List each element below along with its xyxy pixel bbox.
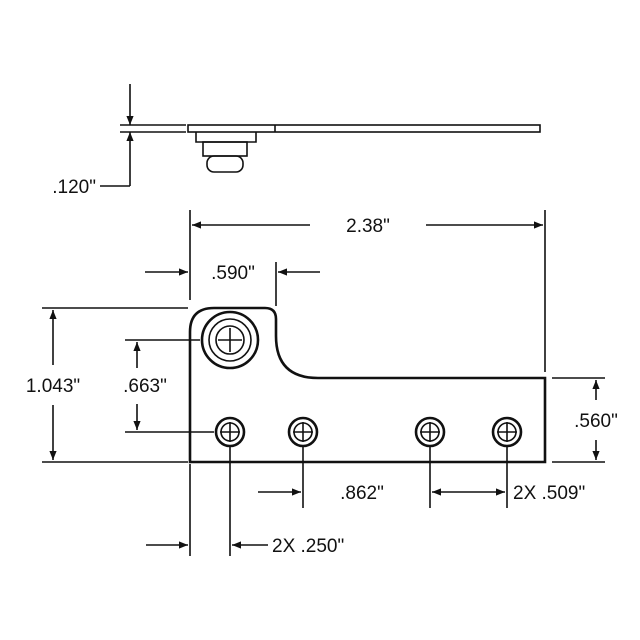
- front-view: [188, 306, 547, 464]
- hole-spacing-pair-dimension: 2X .509": [432, 446, 585, 508]
- pivot-pin-upper: [202, 141, 248, 157]
- hub-width-dimension: .590": [145, 262, 320, 306]
- arm-height-label: .560": [574, 411, 618, 432]
- hub-width-label: .590": [211, 263, 255, 284]
- thickness-label: .120": [52, 177, 96, 198]
- overall-height-label: 1.043": [26, 376, 80, 397]
- mounting-hole-icon: [214, 416, 246, 448]
- plate-edge: [187, 124, 541, 133]
- hub-center-label: .663": [123, 376, 167, 397]
- hub-pivot-icon: [200, 310, 260, 370]
- overall-height-dimension: 1.043": [26, 307, 188, 463]
- hinge-outline: [188, 306, 547, 464]
- hub-center-dimension: .663": [123, 339, 214, 433]
- overall-length-dimension: 2.38": [189, 210, 546, 372]
- arm-height-dimension: .560": [552, 377, 618, 463]
- thickness-dimension: .120": [52, 84, 186, 198]
- hole-spacing-pair-label: 2X .509": [513, 483, 585, 504]
- hole-spacing-center-dimension: .862": [258, 446, 431, 508]
- overall-length-label: 2.38": [346, 216, 390, 237]
- hub-shoulder: [195, 132, 257, 143]
- mounting-hole-icon: [287, 416, 319, 448]
- hole-spacing-center-label: .862": [340, 483, 384, 504]
- mounting-hole-icon: [491, 416, 523, 448]
- pivot-pin-lower: [206, 155, 244, 173]
- mounting-hole-icon: [414, 416, 446, 448]
- edge-offset-dimension: 2X .250": [146, 446, 344, 557]
- edge-view: [187, 124, 541, 173]
- edge-offset-label: 2X .250": [272, 536, 344, 557]
